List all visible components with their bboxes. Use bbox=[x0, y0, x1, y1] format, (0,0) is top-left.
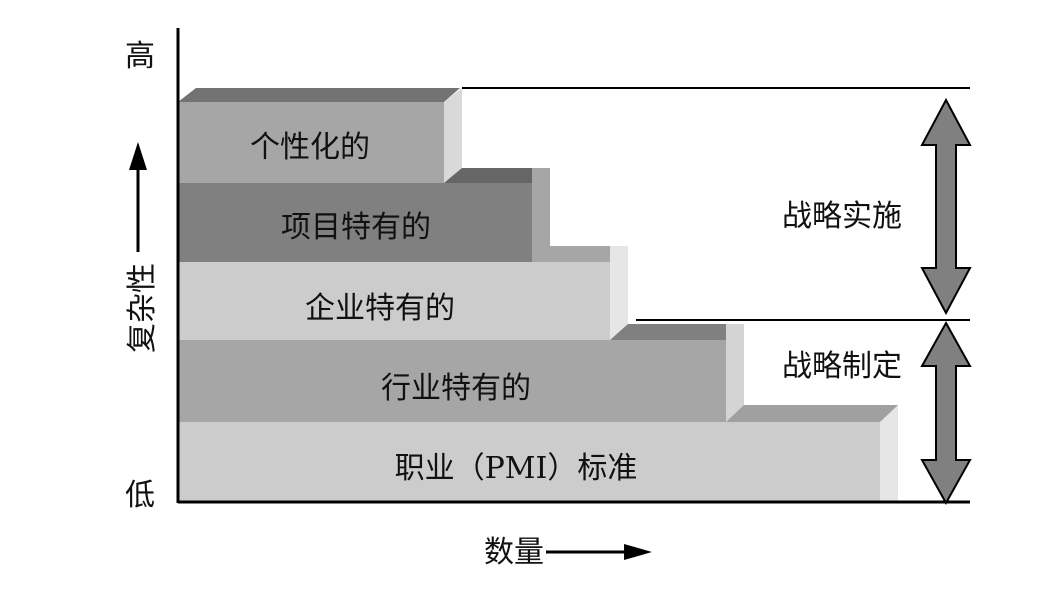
strategy-formulation-label: 战略制定 bbox=[782, 349, 902, 384]
step-block-5 bbox=[178, 405, 898, 503]
step-label-5: 职业（PMI）标准 bbox=[395, 451, 638, 486]
y-axis-arrow-icon bbox=[129, 142, 147, 252]
step-label-1: 个性化的 bbox=[250, 130, 370, 165]
step-block-1 bbox=[178, 88, 462, 183]
step-label-4: 行业特有的 bbox=[381, 371, 531, 406]
x-axis-title: 数量 bbox=[484, 535, 544, 570]
step-label-2: 项目特有的 bbox=[281, 210, 431, 245]
strategy-implementation-label: 战略实施 bbox=[782, 199, 902, 234]
step-block-3 bbox=[178, 246, 628, 340]
y-axis-title: 复杂性 bbox=[125, 263, 160, 353]
x-axis-arrow-icon bbox=[546, 544, 652, 560]
strategy-formulation-double-arrow-icon bbox=[920, 320, 972, 506]
strategy-implementation-double-arrow-icon bbox=[920, 97, 972, 316]
step-block-4 bbox=[178, 324, 744, 422]
step-label-3: 企业特有的 bbox=[305, 291, 455, 326]
y-axis-low-label: 低 bbox=[125, 478, 155, 513]
step-block-2 bbox=[178, 168, 550, 262]
y-axis-high-label: 高 bbox=[125, 39, 155, 74]
